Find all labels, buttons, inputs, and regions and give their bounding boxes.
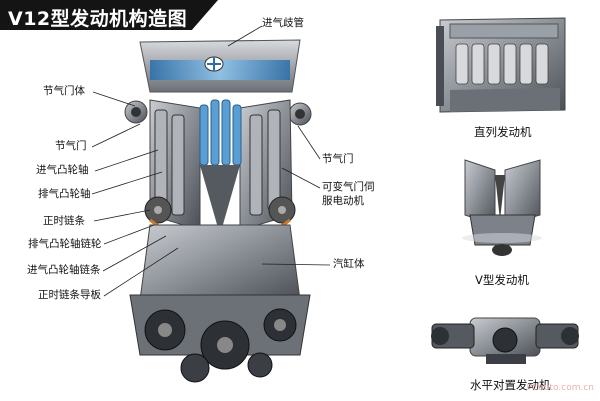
flat-engine-drawing (431, 317, 579, 364)
label-timing-chain: 正时链条 (43, 215, 85, 227)
caption-v-engine: V型发动机 (475, 273, 529, 287)
caption-inline-engine: 直列发动机 (474, 125, 532, 139)
label-cylinder-block: 汽缸体 (333, 258, 365, 270)
page-title: V12型发动机构造图 (8, 8, 188, 30)
label-throttle-body: 节气门体 (43, 85, 85, 97)
label-throttle-left: 节气门 (55, 140, 87, 152)
label-exhaust-camshaft: 排气凸轮轴 (38, 188, 91, 200)
label-intake-camshaft: 进气凸轮轴 (36, 164, 89, 176)
leader-lines (91, 25, 331, 297)
label-timing-chain-guide: 正时链条导板 (38, 289, 101, 301)
inline-engine-drawing (436, 17, 566, 113)
label-throttle-right: 节气门 (322, 153, 354, 165)
label-vvt-servo-line2: 服电动机 (322, 195, 364, 207)
watermark: PCauto.com.cn (526, 383, 594, 393)
v12-engine-drawing (124, 39, 312, 383)
label-intake-cam-chain: 进气凸轮轴链条 (27, 264, 101, 276)
v-engine-drawing (462, 159, 542, 256)
label-intake-manifold: 进气歧管 (262, 17, 304, 29)
label-vvt-servo-line1: 可变气门伺 (322, 181, 375, 193)
caption-flat-engine: 水平对置发动机 (470, 378, 551, 392)
title-banner (0, 0, 218, 30)
label-exhaust-cam-sprocket: 排气凸轮轴链轮 (28, 238, 102, 250)
